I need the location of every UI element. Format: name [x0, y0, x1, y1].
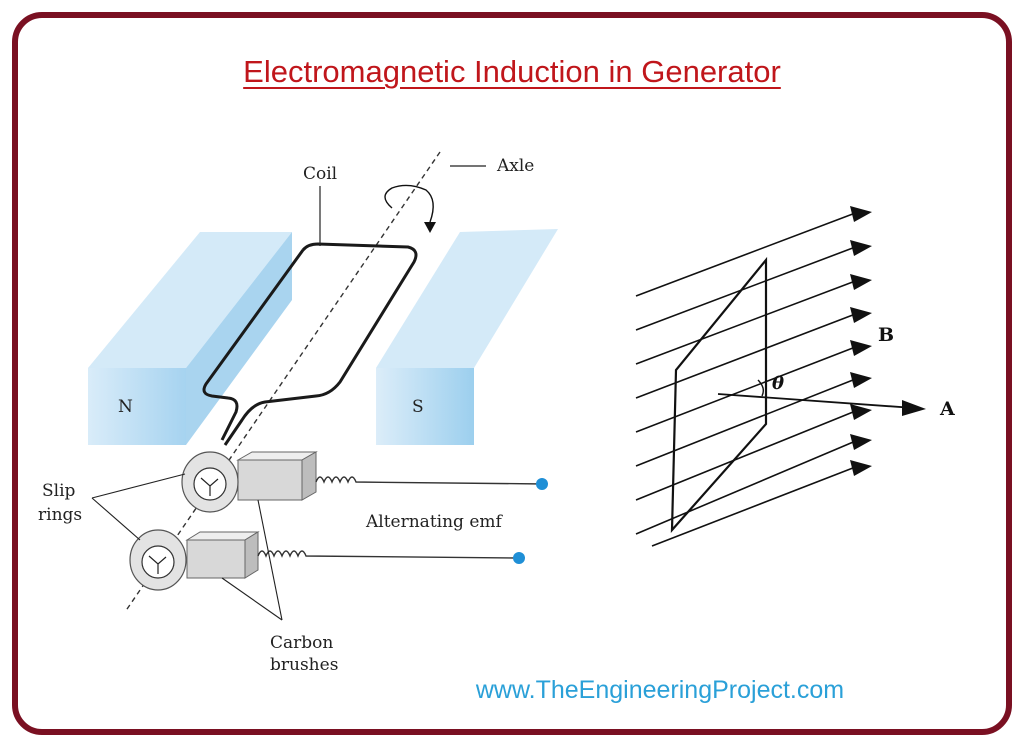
- field-label-b: B: [878, 324, 894, 346]
- slip-rings-label-line2: rings: [38, 505, 82, 525]
- terminal-lower: [513, 552, 525, 564]
- angle-arc: [757, 379, 765, 397]
- terminal-upper: [536, 478, 548, 490]
- coil-plane: [670, 256, 768, 533]
- angle-label-theta: θ: [772, 373, 784, 394]
- flux-diagram: B A θ: [635, 206, 955, 547]
- carbon-brushes-label-line1: Carbon: [270, 633, 333, 653]
- area-vector: [717, 393, 915, 409]
- slip-rings-label-line1: Slip: [42, 481, 76, 501]
- spring-lower: [257, 550, 520, 559]
- coil-label: Coil: [303, 164, 337, 184]
- generator-diagram: Coil Axle N S Slip rings Alternating emf…: [38, 151, 558, 675]
- rotation-arrow: [384, 184, 434, 223]
- carbon-brushes-label-line2: brushes: [270, 655, 338, 675]
- area-label-a: A: [939, 398, 955, 420]
- website-watermark: www.TheEngineeringProject.com: [475, 676, 845, 704]
- field-arrowheads: [850, 206, 872, 476]
- spring-upper: [315, 476, 546, 485]
- coil-loop: [202, 242, 418, 446]
- south-magnet: [376, 229, 558, 445]
- north-pole-label: N: [118, 397, 133, 417]
- slip-ring-lower: [129, 529, 260, 591]
- slip-ring-upper: [181, 451, 318, 513]
- alternating-emf-label: Alternating emf: [365, 512, 504, 532]
- axle-line: [124, 151, 441, 613]
- page-title: Electromagnetic Induction in Generator: [243, 54, 781, 89]
- axle-label: Axle: [496, 156, 534, 176]
- south-pole-label: S: [412, 397, 424, 417]
